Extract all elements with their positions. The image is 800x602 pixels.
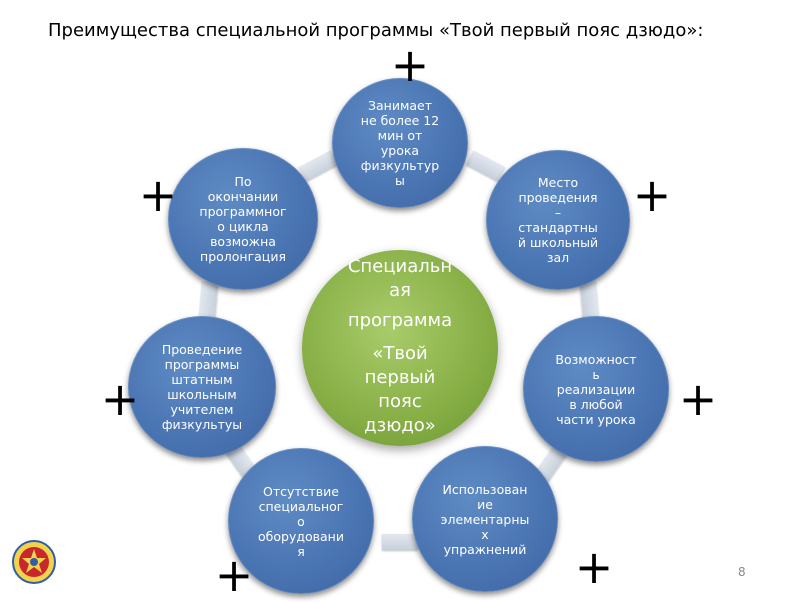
plus-sign: + — [390, 38, 430, 92]
benefit-circle-teacher: Проведение программы штатным школьным уч… — [128, 316, 276, 458]
benefit-circle-prolongation: По окончании программног о цикла возможн… — [168, 148, 318, 290]
benefit-text: Проведение программы штатным школьным уч… — [161, 342, 243, 432]
benefit-text: Использован ие элементарны х упражнений — [440, 481, 530, 557]
center-text-line: первый — [364, 367, 436, 388]
plus-sign: + — [678, 372, 718, 426]
center-text-line: «Твой — [372, 343, 428, 364]
plus-sign: + — [574, 540, 614, 594]
benefit-text: Место проведения – стандартны й школьный… — [517, 175, 599, 265]
connector — [198, 281, 218, 319]
center-text-line: Специальн — [347, 256, 453, 277]
center-text-line: ая — [389, 280, 411, 301]
benefit-circle-equipment: Отсутствие специальног о оборудовани я — [228, 448, 374, 594]
center-program-circle: Специальн ая программа «Твой первый пояс… — [302, 250, 498, 446]
center-text-line: пояс — [378, 391, 422, 412]
connector — [382, 534, 418, 550]
benefit-circle-exercises: Использован ие элементарны х упражнений — [412, 446, 558, 592]
plus-sign: + — [214, 548, 254, 602]
judo-federation-emblem-icon — [12, 540, 56, 584]
benefit-circle-any-part: Возможност ь реализации в любой части ур… — [523, 316, 669, 462]
connector — [298, 150, 338, 182]
benefit-circle-place: Место проведения – стандартны й школьный… — [486, 150, 630, 290]
slide-title: Преимущества специальной программы «Твой… — [48, 20, 704, 41]
page-number: 8 — [738, 565, 746, 579]
center-text-line: дзюдо» — [364, 415, 436, 436]
center-text-line: программа — [347, 310, 453, 331]
benefit-text: По окончании программног о цикла возможн… — [199, 174, 287, 264]
connector — [580, 281, 600, 319]
benefit-text: Отсутствие специальног о оборудовани я — [258, 483, 344, 559]
plus-sign: + — [100, 372, 140, 426]
benefit-circle-time: Занимает не более 12 мин от урока физкул… — [332, 78, 468, 208]
plus-sign: + — [632, 168, 672, 222]
plus-sign: + — [138, 168, 178, 222]
benefit-text: Занимает не более 12 мин от урока физкул… — [360, 98, 440, 188]
benefit-text: Возможност ь реализации в любой части ур… — [555, 351, 637, 427]
